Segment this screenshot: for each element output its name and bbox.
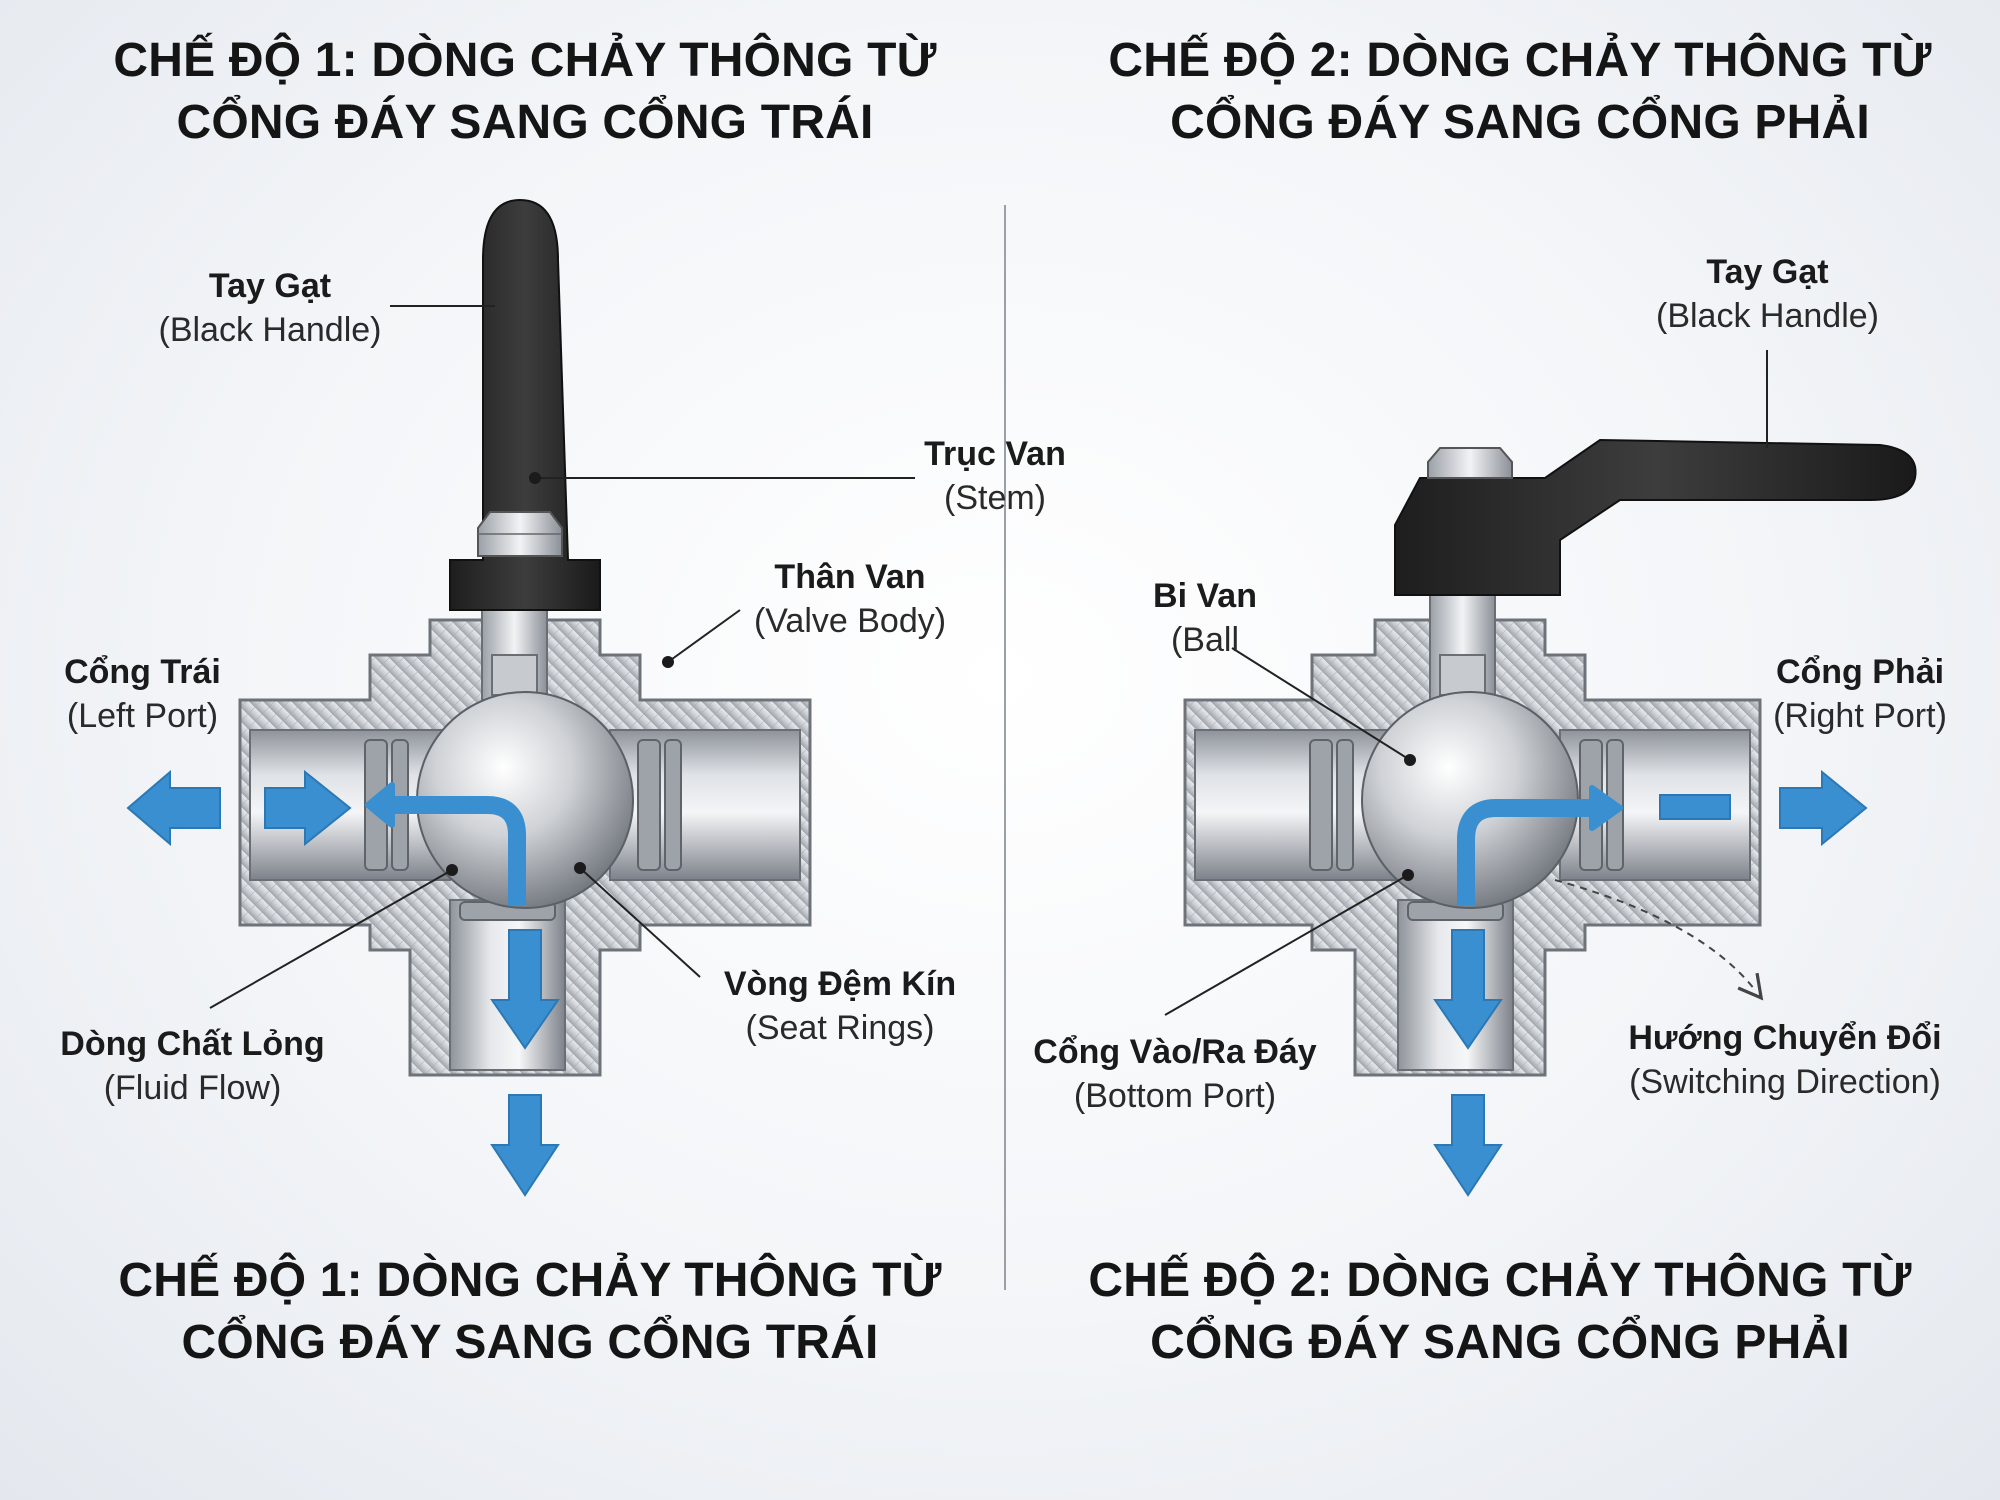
title-bottom-mode-1: CHẾ ĐỘ 1: DÒNG CHẢY THÔNG TỪ CỔNG ĐÁY SA… [80, 1250, 980, 1374]
label-switching-vi: Hướng Chuyển Đổi [1628, 1019, 1942, 1057]
title-bottom-mode-1-line-1: CHẾ ĐỘ 1: DÒNG CHẢY THÔNG TỪ [118, 1254, 942, 1307]
label-seat-rings-en: (Seat Rings) [745, 1009, 935, 1047]
handle-mode-1 [449, 198, 601, 611]
label-ball: Bi Van (Ball [1135, 574, 1275, 662]
label-handle-mode-1-vi: Tay Gạt [208, 267, 332, 305]
leader-lines [209, 305, 1768, 1016]
label-handle-mode-2-en: (Black Handle) [1656, 297, 1879, 335]
label-right-port-vi: Cổng Phải [1775, 653, 1945, 691]
label-handle-mode-1-en: (Black Handle) [158, 311, 382, 349]
label-fluid-flow-vi: Dòng Chất Lỏng [60, 1025, 325, 1063]
flow-arrows-mode-2 [1433, 769, 1868, 1197]
valve-mode-2 [1183, 438, 1917, 1197]
label-seat-rings-vi: Vòng Đệm Kín [723, 965, 957, 1003]
flow-path-mode-2 [1457, 799, 1590, 905]
flow-arrows-mode-1 [126, 769, 560, 1197]
label-fluid-flow: Dòng Chất Lỏng (Fluid Flow) [55, 1022, 330, 1110]
label-body-mode-1: Thân Van (Valve Body) [740, 555, 960, 643]
label-switching-en: (Switching Direction) [1629, 1063, 1941, 1101]
label-left-port-en: (Left Port) [66, 697, 219, 735]
bottom-bore-mode-1 [449, 899, 566, 1071]
title-bottom-mode-2: CHẾ ĐỘ 2: DÒNG CHẢY THÔNG TỪ CỔNG ĐÁY SA… [1050, 1250, 1950, 1374]
nut-mode-2 [1427, 447, 1513, 479]
label-bottom-port-en: (Bottom Port) [1073, 1077, 1277, 1115]
title-bottom-mode-1-line-2: CỔNG ĐÁY SANG CỔNG TRÁI [181, 1316, 879, 1369]
label-handle-mode-2-vi: Tay Gạt [1706, 253, 1829, 291]
title-bottom-mode-2-line-1: CHẾ ĐỘ 2: DÒNG CHẢY THÔNG TỪ [1088, 1254, 1912, 1307]
valve-mode-1 [126, 198, 812, 1197]
label-seat-rings: Vòng Đệm Kín (Seat Rings) [715, 962, 965, 1050]
label-ball-vi: Bi Van [1153, 577, 1257, 615]
label-fluid-flow-en: (Fluid Flow) [103, 1069, 282, 1107]
label-right-port-en: (Right Port) [1773, 697, 1947, 735]
title-top-mode-1: CHẾ ĐỘ 1: DÒNG CHẢY THÔNG TỪ CỔNG ĐÁY SA… [75, 30, 975, 154]
label-body-en: (Valve Body) [753, 602, 947, 640]
title-bottom-mode-2-line-2: CỔNG ĐÁY SANG CỔNG PHẢI [1150, 1316, 1850, 1369]
label-bottom-port: Cổng Vào/Ra Đáy (Bottom Port) [1025, 1030, 1325, 1118]
title-top-mode-2: CHẾ ĐỘ 2: DÒNG CHẢY THÔNG TỪ CỔNG ĐÁY SA… [1070, 30, 1970, 154]
title-top-mode-1-line-2: CỔNG ĐÁY SANG CỔNG TRÁI [176, 96, 874, 149]
label-handle-mode-1: Tay Gạt (Black Handle) [140, 264, 400, 352]
label-right-port: Cổng Phải (Right Port) [1765, 650, 1955, 738]
title-top-mode-1-line-1: CHẾ ĐỘ 1: DÒNG CHẢY THÔNG TỪ [113, 34, 937, 87]
label-switching-direction: Hướng Chuyển Đổi (Switching Direction) [1615, 1016, 1955, 1104]
title-top-mode-2-line-2: CỔNG ĐÁY SANG CỔNG PHẢI [1170, 96, 1870, 149]
label-stem-en: (Stem) [944, 479, 1046, 517]
label-handle-mode-2: Tay Gạt (Black Handle) [1635, 250, 1900, 338]
handle-mode-2 [1394, 438, 1917, 596]
label-left-port: Cổng Trái (Left Port) [50, 650, 235, 738]
switching-direction-arrow [1554, 879, 1764, 1001]
label-stem-vi: Trục Van [924, 435, 1066, 473]
label-stem-mode-1: Trục Van (Stem) [910, 432, 1080, 520]
label-body-vi: Thân Van [774, 558, 926, 596]
flow-path-mode-1 [395, 796, 526, 905]
label-left-port-vi: Cổng Trái [64, 653, 221, 691]
leader-dots [446, 472, 1416, 881]
title-top-mode-2-line-1: CHẾ ĐỘ 2: DÒNG CHẢY THÔNG TỪ [1108, 34, 1932, 87]
label-bottom-port-vi: Cổng Vào/Ra Đáy [1033, 1033, 1317, 1071]
label-ball-en: (Ball [1170, 621, 1240, 659]
